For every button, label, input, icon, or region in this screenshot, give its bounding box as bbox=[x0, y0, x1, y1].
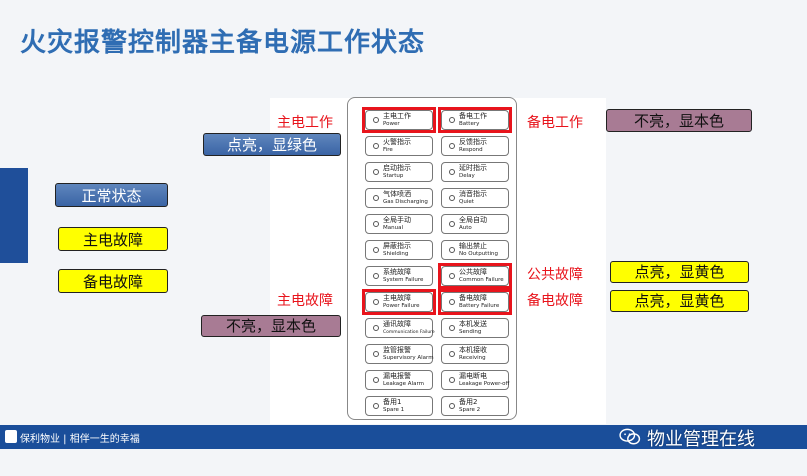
led-dot-icon bbox=[449, 221, 455, 227]
page-title: 火灾报警控制器主备电源工作状态 bbox=[20, 28, 426, 58]
poly-logo-icon bbox=[5, 430, 17, 443]
wechat-icon bbox=[619, 428, 641, 445]
led-dot-icon bbox=[373, 221, 379, 227]
highlight-common-failure bbox=[438, 263, 512, 289]
tag-normal-state: 正常状态 bbox=[55, 183, 168, 207]
highlight-battery-power bbox=[438, 107, 512, 133]
led-dot-icon bbox=[373, 299, 379, 305]
label-battery-fault: 备电故障 bbox=[527, 293, 583, 309]
callout-common-fault-on: 点亮，显黄色 bbox=[610, 261, 749, 283]
tag-main-power-fault: 主电故障 bbox=[58, 227, 168, 251]
led-dot-icon bbox=[373, 143, 379, 149]
led-dot-icon bbox=[373, 117, 379, 123]
led-dot-icon bbox=[449, 143, 455, 149]
callout-main-power-on: 点亮，显绿色 bbox=[203, 133, 341, 156]
led-dot-icon bbox=[449, 403, 455, 409]
callout-main-fault-off: 不亮，显本色 bbox=[201, 315, 341, 337]
led-dot-icon bbox=[449, 325, 455, 331]
callout-battery-off: 不亮，显本色 bbox=[606, 109, 752, 132]
led-dot-icon bbox=[373, 273, 379, 279]
label-main-fault: 主电故障 bbox=[277, 293, 333, 309]
label-common-fault: 公共故障 bbox=[527, 267, 583, 283]
led-dot-icon bbox=[449, 351, 455, 357]
tag-battery-fault: 备电故障 bbox=[58, 269, 168, 293]
footer-brand-text: 保利物业 | 相伴一生的幸福 bbox=[20, 434, 140, 445]
led-dot-icon bbox=[449, 169, 455, 175]
highlight-power-failure bbox=[362, 289, 436, 315]
highlight-main-power bbox=[362, 107, 436, 133]
led-dot-icon bbox=[373, 325, 379, 331]
led-dot-icon bbox=[373, 403, 379, 409]
label-main-work: 主电工作 bbox=[277, 115, 333, 131]
led-dot-icon bbox=[449, 299, 455, 305]
led-dot-icon bbox=[449, 195, 455, 201]
led-dot-icon bbox=[373, 195, 379, 201]
led-dot-icon bbox=[449, 377, 455, 383]
led-dot-icon bbox=[373, 169, 379, 175]
led-dot-icon bbox=[373, 377, 379, 383]
footer-bar: 保利物业 | 相伴一生的幸福 bbox=[0, 425, 807, 449]
led-dot-icon bbox=[449, 273, 455, 279]
wechat-account-name: 物业管理在线 bbox=[647, 429, 755, 450]
label-battery-work: 备电工作 bbox=[527, 115, 583, 131]
callout-battery-fault-on: 点亮，显黄色 bbox=[610, 290, 749, 312]
left-accent-bar bbox=[0, 168, 28, 263]
led-dot-icon bbox=[373, 351, 379, 357]
led-dot-icon bbox=[449, 247, 455, 253]
led-dot-icon bbox=[373, 247, 379, 253]
led-dot-icon bbox=[449, 117, 455, 123]
highlight-battery-failure bbox=[438, 289, 512, 315]
